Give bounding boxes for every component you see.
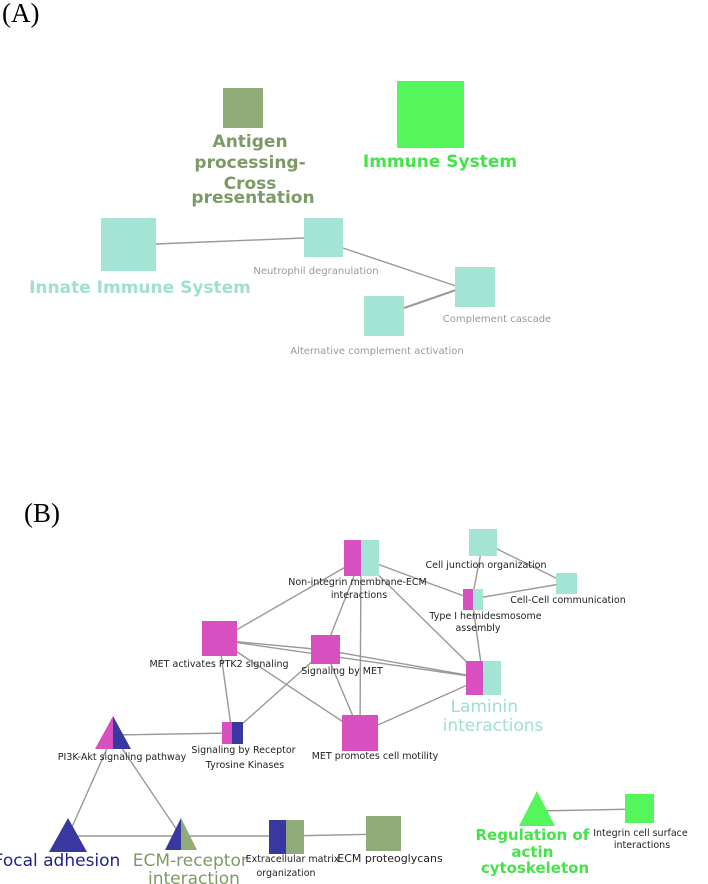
node-alternative-complement-label: Alternative complement activation	[290, 346, 464, 357]
node-antigen-processing[interactable]	[223, 88, 263, 128]
node-ecm-proteoglycans-label: ECM proteoglycans	[337, 852, 443, 865]
edge-nonintegrin-type1	[360, 557, 473, 600]
node-cell-cell-communication-label: Cell-Cell communication	[510, 595, 625, 606]
node-immune-system-label: Immune System	[363, 152, 517, 172]
node-ecm-receptor-part-sage	[181, 818, 197, 850]
node-cell-junction-organization-label: Cell junction organization	[426, 560, 547, 571]
node-laminin-part-magenta	[466, 661, 483, 695]
node-met-activates-ptk2[interactable]	[202, 621, 237, 656]
panel-b-label: (B)	[24, 498, 60, 528]
edge-actin-integrin	[536, 808, 640, 812]
node-complement-cascade-label: Complement cascade	[443, 314, 551, 325]
node-focal-adhesion-label: Focal adhesion	[0, 851, 120, 871]
edge-ptk2-laminin	[218, 639, 484, 679]
node-non-integrin-membrane-ecm-label: Non-integrin membrane-ECM interactions	[288, 577, 429, 601]
edge-pi3k-focal	[67, 734, 114, 837]
node-extracellular-matrix-org-label: Extracellular matrix organization	[246, 854, 343, 879]
node-ecm-receptor-part-navy	[165, 818, 181, 850]
node-type1-part-mint	[473, 589, 483, 610]
node-met-promotes-motility[interactable]	[342, 715, 378, 751]
node-alternative-complement[interactable]	[364, 296, 404, 336]
node-ecm-org-part-navy	[269, 820, 286, 854]
node-laminin-part-mint	[483, 661, 501, 695]
edge-neutrophil-complement	[342, 247, 457, 287]
node-signaling-receptor-tk-label: Signaling by Receptor Tyrosine Kinases	[191, 745, 298, 771]
node-regulation-actin-cytoskeleton-label: Regulation of actin cytoskeleton	[476, 826, 595, 877]
edge-signalingmet-laminin	[324, 649, 484, 679]
node-integrin-cell-surface[interactable]	[625, 794, 654, 823]
edge-ptk2-motility	[218, 639, 361, 734]
node-laminin-interactions[interactable]	[466, 661, 501, 695]
node-neutrophil-degranulation-label: Neutrophil degranulation	[253, 266, 378, 277]
edge-signalingmet-receptor	[231, 649, 326, 734]
edge-innate-neutrophil	[155, 237, 305, 245]
edge-nonintegrin-laminin	[360, 557, 484, 679]
node-pi3k-akt-signaling[interactable]	[95, 716, 131, 749]
node-ecm-org-part-sage	[286, 820, 304, 854]
node-signaling-by-met[interactable]	[311, 635, 340, 664]
node-pi3k-akt-signaling-label: PI3K-Akt signaling pathway	[58, 752, 187, 763]
node-non-integrin-part-mint	[361, 540, 379, 576]
node-cell-cell-communication[interactable]	[556, 573, 577, 594]
node-signaling-by-met-label: Signaling by MET	[301, 666, 383, 677]
node-neutrophil-degranulation[interactable]	[304, 218, 343, 257]
node-innate-immune-system-label: Innate Immune System	[29, 278, 251, 298]
node-integrin-cell-surface-label: Integrin cell surface interactions	[593, 828, 691, 851]
node-type1-hemidesmosome[interactable]	[463, 589, 483, 610]
node-receptor-tk-part-magenta	[222, 722, 232, 744]
edge-nonintegrin-motility	[359, 557, 362, 734]
edge-receptor-pi3k	[112, 732, 233, 736]
node-laminin-interactions-label: Laminin interactions	[443, 697, 544, 736]
edge-motility-laminin	[359, 677, 484, 734]
node-extracellular-matrix-org[interactable]	[269, 820, 304, 854]
node-receptor-tk-part-navy	[232, 722, 243, 744]
node-ecm-receptor-interaction[interactable]	[165, 818, 197, 850]
node-regulation-actin-cytoskeleton[interactable]	[519, 791, 555, 826]
edge-alternative-complement	[403, 289, 457, 309]
node-type1-part-magenta	[463, 589, 473, 610]
panel-a-label: (A)	[2, 0, 39, 28]
panel-b-edges	[67, 541, 640, 837]
node-ecm-receptor-interaction-label: ECM-receptor interaction	[133, 851, 254, 884]
node-met-promotes-motility-label: MET promotes cell motility	[312, 751, 439, 762]
node-innate-immune-system[interactable]	[101, 218, 156, 271]
edge-pi3k-ecmreceptor	[112, 734, 182, 837]
node-complement-cascade[interactable]	[455, 267, 495, 307]
node-non-integrin-part-magenta	[344, 540, 361, 576]
node-immune-system[interactable]	[397, 81, 464, 148]
edge-nonintegrin-ptk2	[218, 557, 362, 641]
node-pi3k-part-navy	[113, 716, 131, 749]
node-cell-junction-organization[interactable]	[469, 529, 497, 556]
node-focal-adhesion[interactable]	[49, 818, 87, 852]
node-type1-hemidesmosome-label: Type I hemidesmosome assembly	[428, 611, 544, 634]
node-non-integrin-membrane-ecm[interactable]	[344, 540, 379, 576]
node-pi3k-part-magenta	[95, 716, 113, 749]
node-signaling-receptor-tk[interactable]	[222, 722, 243, 744]
edge-type1-cellcell	[471, 582, 567, 600]
node-antigen-processing-label: Antigen processing- Cross presentation	[191, 132, 314, 208]
node-ecm-proteoglycans[interactable]	[366, 816, 401, 851]
node-met-activates-ptk2-label: MET activates PTK2 signaling	[149, 659, 288, 670]
